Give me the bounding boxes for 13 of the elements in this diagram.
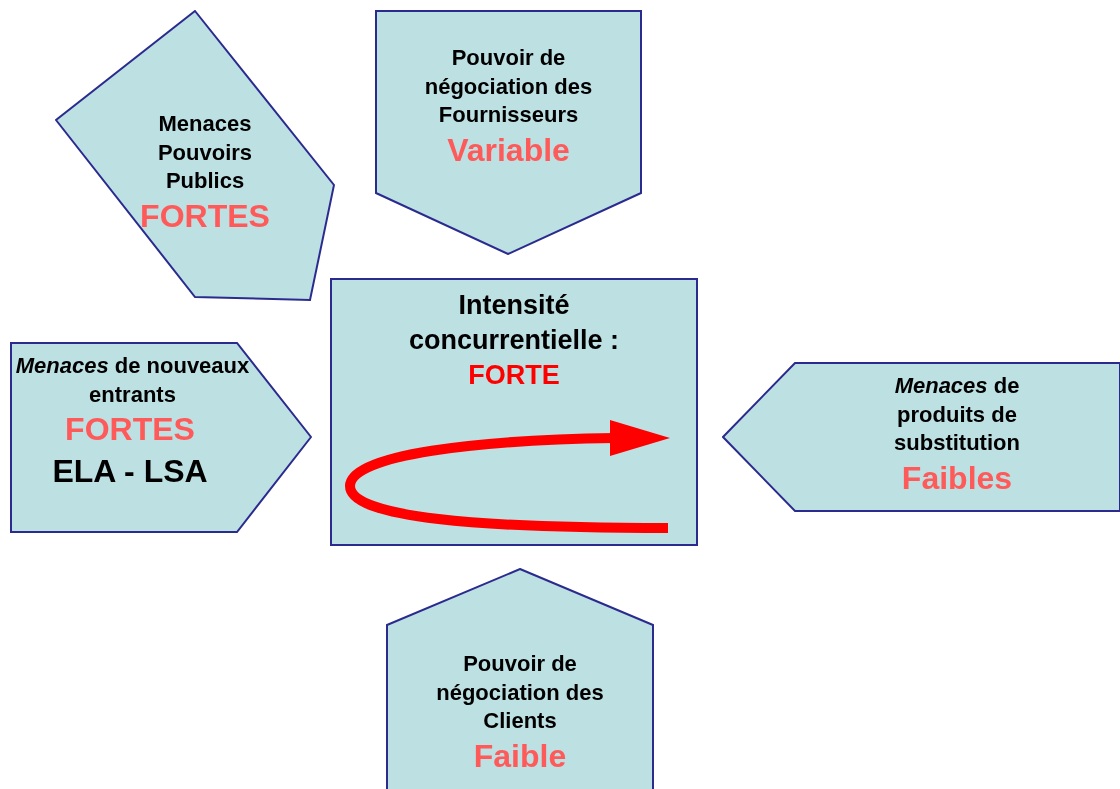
force-label: Pouvoir de négociation des Fournisseurs [423,44,594,130]
title-label: Intensité concurrentielle : [407,289,621,358]
rating-label: FORTES [139,196,271,236]
force-label: Pouvoir de négociation des Clients [435,650,605,736]
force-label: Menaces Pouvoirs Publics [156,110,254,196]
rating-label: FORTES [64,410,196,450]
segment-label: ELA - LSA [51,451,209,491]
rating-label: Faibles [900,458,1014,498]
force-label: Menaces de produits de substitution [893,372,1021,458]
force-label: Menaces de nouveaux entrants [14,352,251,409]
rating-label: FORTE [467,359,561,393]
rating-label: Variable [446,130,571,170]
rating-label: Faible [472,736,568,776]
